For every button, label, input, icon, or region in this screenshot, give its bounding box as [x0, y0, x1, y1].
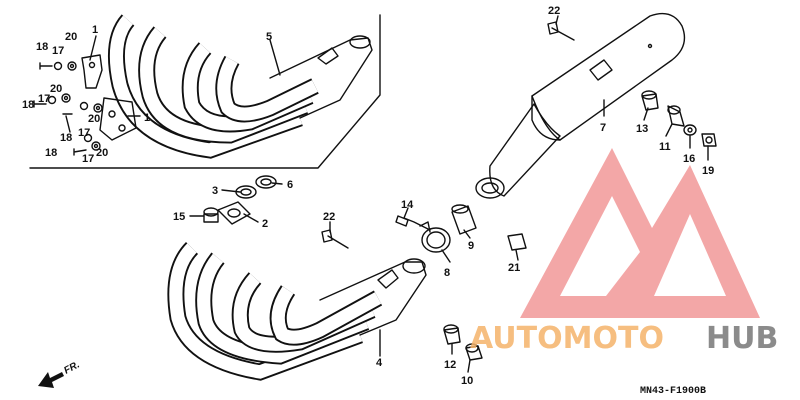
callout-8: 8 [444, 267, 450, 279]
upper-section-border [29, 14, 381, 169]
watermark-text: AUTOMOTO HUB [470, 321, 778, 356]
watermark-brand-primary: AUTOMOTO [470, 321, 664, 356]
callout-20d: 20 [96, 147, 108, 159]
watermark-logo-icon [520, 148, 760, 318]
callout-9: 9 [468, 240, 474, 252]
callout-16: 16 [683, 153, 695, 165]
callout-12: 12 [444, 359, 456, 371]
callout-1b: 1 [144, 112, 150, 124]
callout-22a: 22 [548, 5, 560, 17]
callout-15: 15 [173, 211, 185, 223]
callout-5: 5 [266, 31, 272, 43]
callout-3: 3 [212, 185, 218, 197]
callout-17d: 17 [82, 153, 94, 165]
callout-1a: 1 [92, 24, 98, 36]
callout-2: 2 [262, 218, 268, 230]
drawing-code: MN43-F1900B [640, 386, 706, 397]
upper-exhaust-header [107, 14, 373, 159]
callout-6: 6 [287, 179, 293, 191]
callout-17a: 17 [52, 45, 64, 57]
callout-20a: 20 [65, 31, 77, 43]
callout-22b: 22 [323, 211, 335, 223]
callout-13: 13 [636, 123, 648, 135]
callout-20c: 20 [88, 113, 100, 125]
callout-19: 19 [702, 165, 714, 177]
callout-17c: 17 [78, 127, 90, 139]
upper-bracket-group [33, 54, 137, 156]
callout-labels: 1 1 2 3 4 5 6 7 8 9 10 11 12 13 14 15 16… [22, 5, 714, 387]
callout-18b: 18 [22, 99, 34, 111]
muffler-joint-group [395, 204, 477, 253]
muffler [475, 12, 686, 199]
callout-11: 11 [659, 141, 671, 153]
mounting-hardware-group [443, 90, 717, 361]
front-direction-label: FR. [62, 359, 81, 376]
callout-20b: 20 [50, 83, 62, 95]
lower-exhaust-header [167, 241, 427, 381]
callout-17b: 17 [38, 93, 50, 105]
callout-7: 7 [600, 122, 606, 134]
callout-21: 21 [508, 262, 520, 274]
front-direction-arrow-icon [38, 372, 64, 388]
callout-14: 14 [401, 199, 414, 211]
watermark-brand-secondary: HUB [706, 321, 778, 356]
callout-4: 4 [376, 357, 383, 369]
leader-lines [89, 15, 709, 373]
callout-10: 10 [461, 375, 473, 387]
callout-18c: 18 [60, 132, 72, 144]
callout-18d: 18 [45, 147, 57, 159]
joint-gasket-group [203, 175, 277, 225]
callout-18a: 18 [36, 41, 48, 53]
bolt-22-group [321, 21, 575, 249]
